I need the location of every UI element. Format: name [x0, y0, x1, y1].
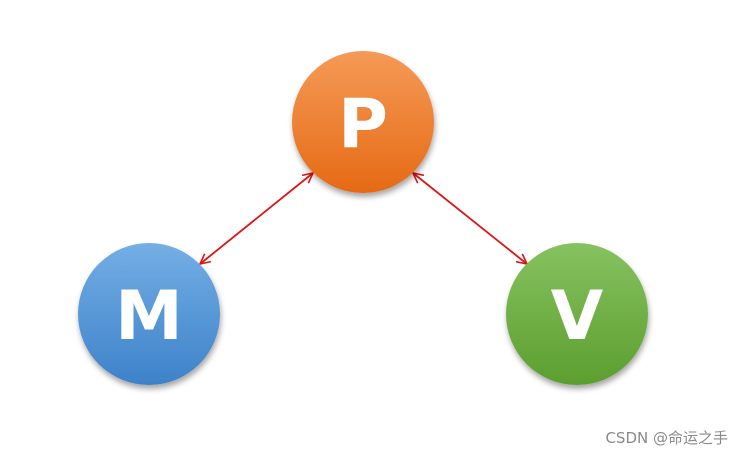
node-p-circle: [292, 51, 434, 193]
node-v: V: [506, 243, 648, 385]
node-v-label: V: [551, 277, 604, 356]
watermark-text: CSDN @命运之手: [605, 429, 728, 447]
node-p-label: P: [338, 85, 388, 164]
edge-p-v: [413, 173, 527, 264]
node-m-label: M: [115, 277, 183, 356]
node-m-circle: [78, 243, 220, 385]
edge-p-m: [200, 173, 313, 264]
node-p: P: [292, 51, 434, 193]
node-m: M: [78, 243, 220, 385]
node-v-circle: [506, 243, 648, 385]
